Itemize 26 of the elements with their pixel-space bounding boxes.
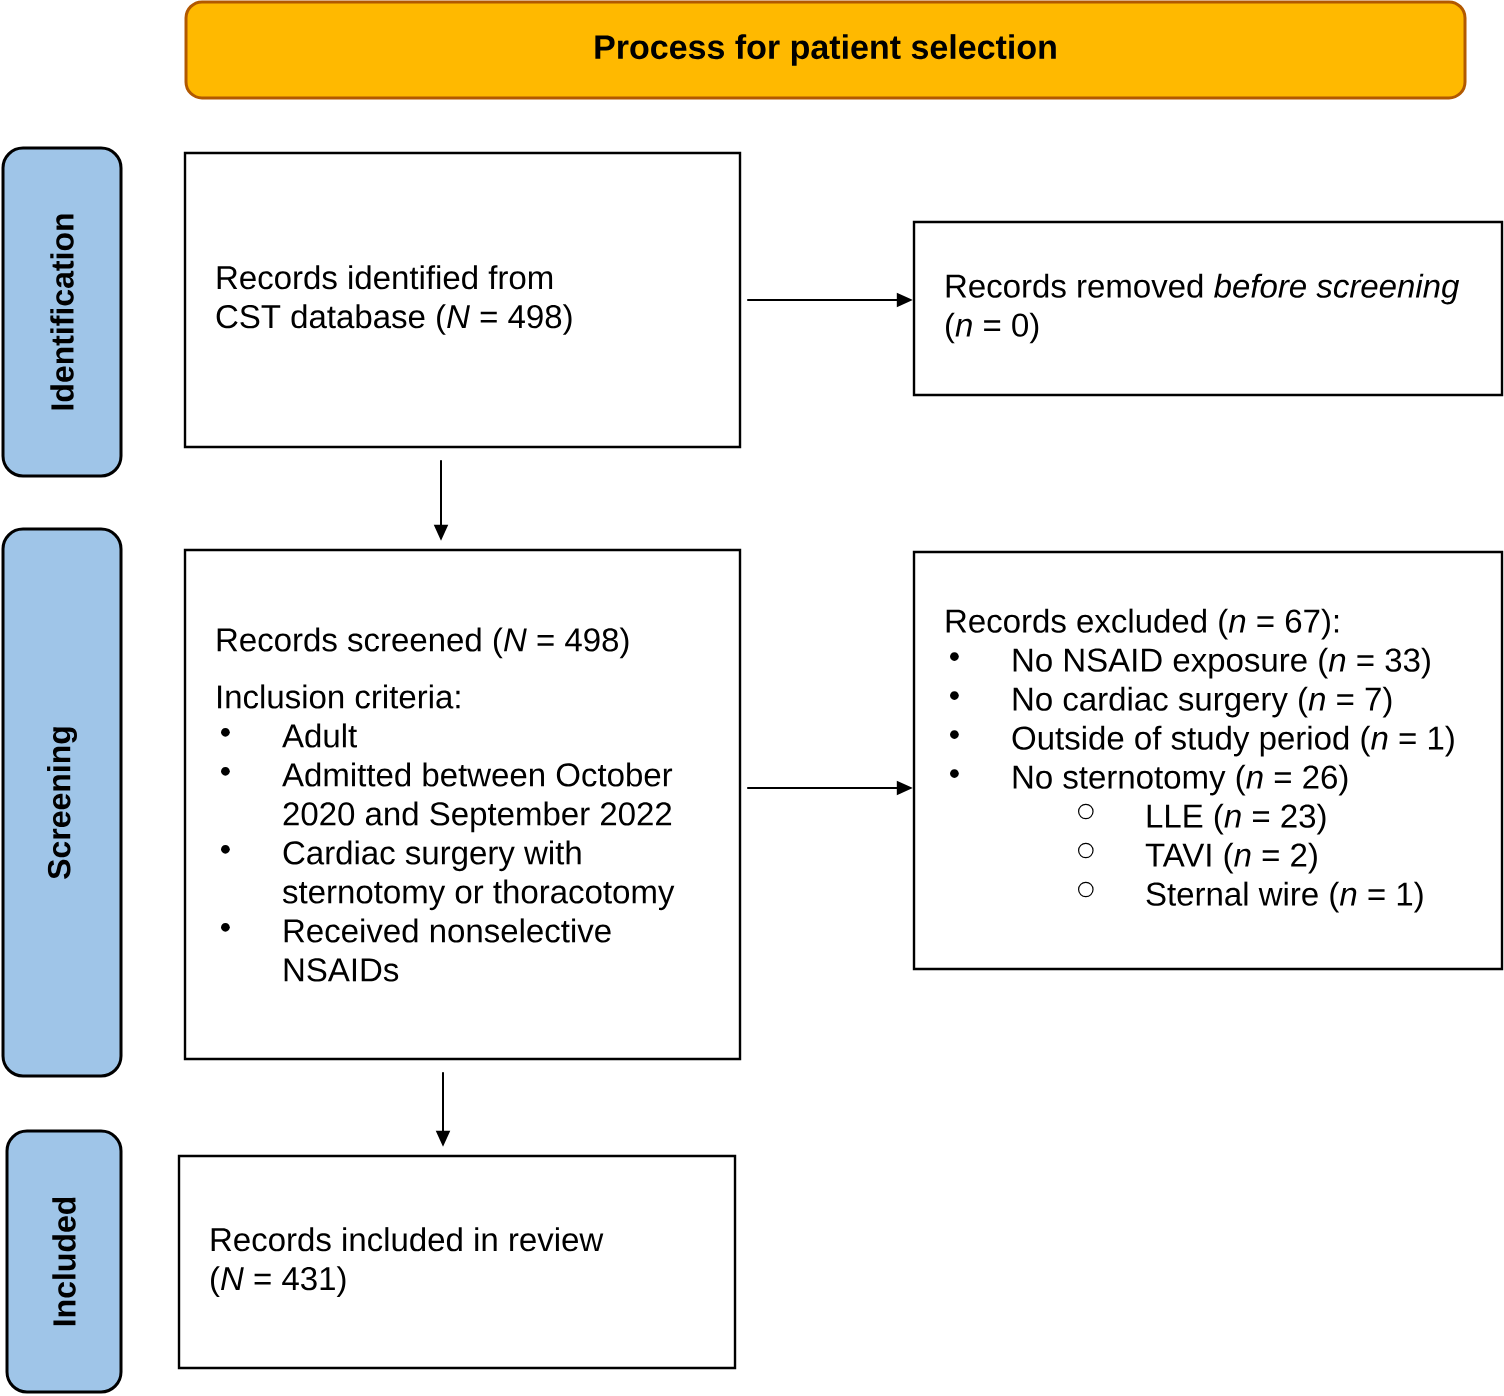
list-item: Cardiac surgery with sternotomy or thoracotomy — [221, 840, 675, 911]
list-item: Outside of study period (n = 1) — [950, 725, 1454, 757]
stage-band: Identification — [1, 146, 123, 478]
process-box — [183, 548, 742, 1061]
process-box — [912, 220, 1504, 397]
box-text: Records screened (N = 498) — [217, 627, 629, 659]
list-item: No NSAID exposure (n = 33) — [950, 647, 1430, 679]
box-text: Records included in review (N = 431) — [211, 1227, 604, 1297]
list-item: TAVI (n = 2) — [1078, 842, 1317, 874]
process-box — [183, 151, 742, 449]
list-item: Received nonselective NSAIDs — [221, 918, 611, 982]
stage-band: Included — [5, 1129, 123, 1394]
box-text: Inclusion criteria: — [218, 684, 460, 709]
title-banner: Process for patient selection — [184, 0, 1467, 100]
stage-band: Screening — [1, 527, 123, 1078]
process-box — [912, 550, 1504, 971]
box-text: Records excluded (n = 67): — [946, 608, 1339, 640]
list-item: LLE (n = 23) — [1078, 803, 1326, 835]
list-item: Sternal wire (n = 1) — [1078, 881, 1423, 913]
list-item: Admitted between October 2020 and September 2022 — [221, 762, 673, 833]
process-box — [177, 1154, 737, 1370]
box-text: Records removed before screening (n = 0) — [946, 273, 1460, 344]
box-text: Records identified from CST database (N = 498) — [216, 265, 572, 335]
list-item: Adult — [221, 723, 357, 748]
list-item: No sternotomy (n = 26) — [950, 764, 1348, 796]
list-item: No cardiac surgery (n = 7) — [950, 686, 1392, 718]
